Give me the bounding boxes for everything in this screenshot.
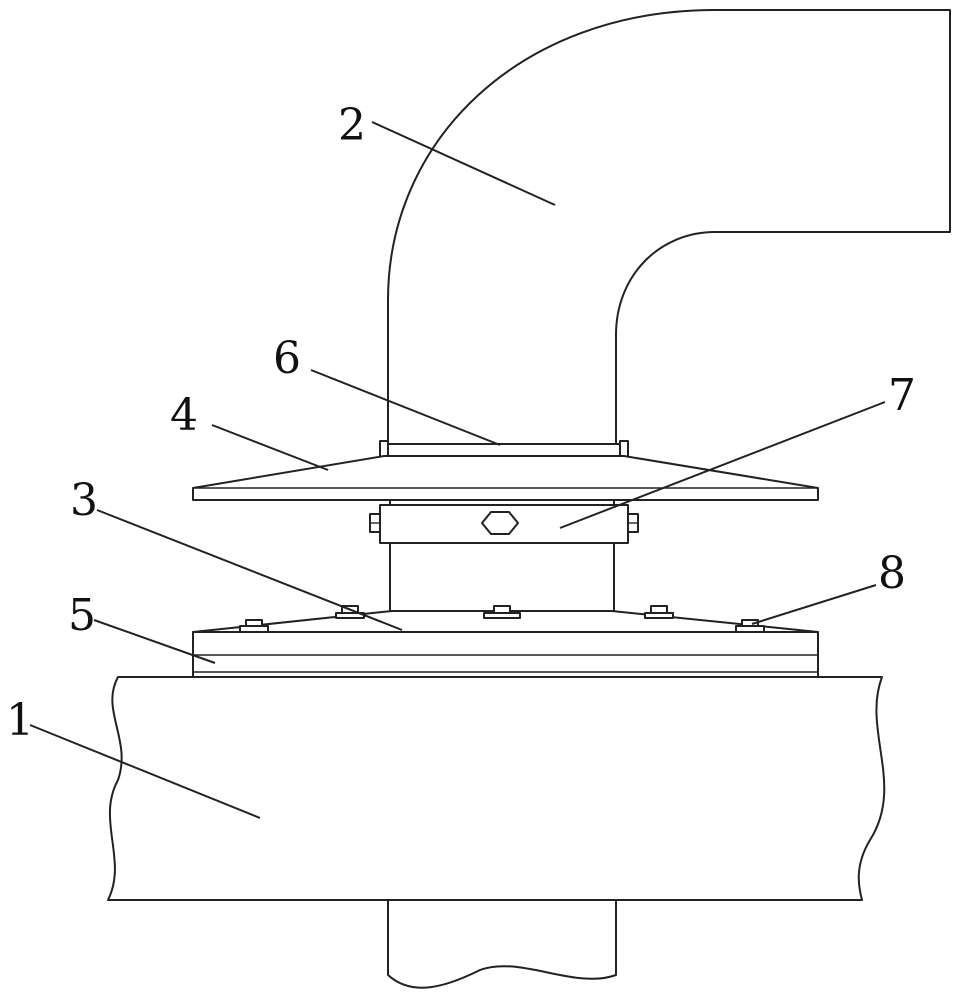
elbow-pipe bbox=[387, 9, 951, 446]
upper-conical-plate bbox=[192, 455, 819, 501]
lower-vertical-pipe bbox=[387, 899, 617, 989]
main-pipe bbox=[107, 676, 886, 901]
callout-5: 5 bbox=[68, 590, 96, 641]
collar-ring bbox=[379, 440, 629, 458]
callout-1: 1 bbox=[6, 695, 34, 746]
leader-lines bbox=[29, 121, 886, 819]
callout-labels: 1 2 3 4 5 6 7 8 bbox=[6, 100, 916, 746]
callout-4: 4 bbox=[170, 390, 198, 441]
callout-8: 8 bbox=[878, 548, 906, 599]
clamp-band bbox=[369, 504, 639, 544]
hex-bolt-icon bbox=[481, 511, 519, 535]
lower-conical-plate bbox=[192, 605, 819, 633]
callout-2: 2 bbox=[338, 100, 366, 151]
callout-6: 6 bbox=[273, 333, 301, 384]
base-flange bbox=[192, 631, 819, 678]
callout-7: 7 bbox=[888, 370, 916, 421]
callout-3: 3 bbox=[70, 475, 98, 526]
